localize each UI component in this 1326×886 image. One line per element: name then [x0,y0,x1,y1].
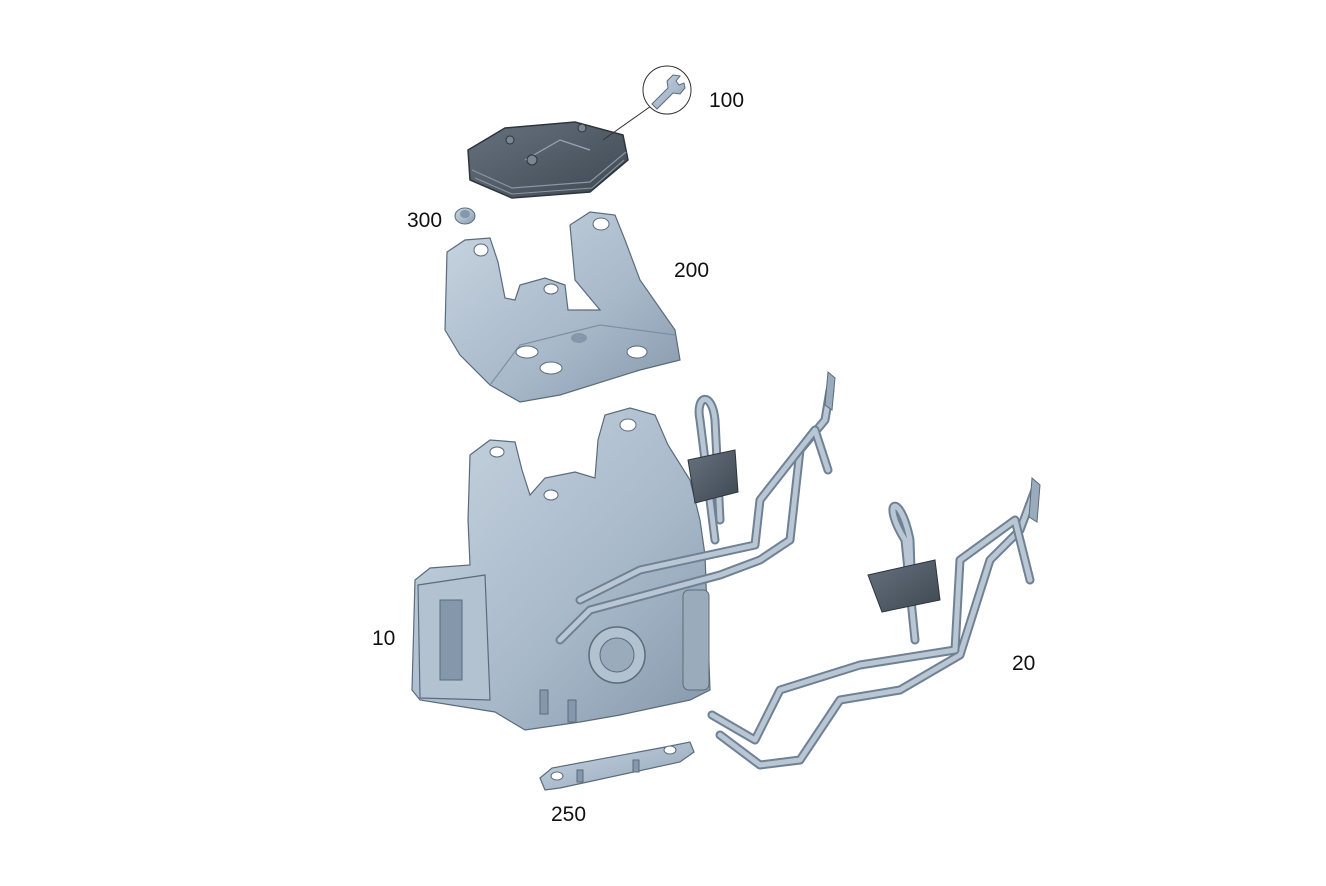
part-20-brake-lines [707,485,1040,770]
part-20-line-bracket [1028,476,1041,523]
wrench-icon [642,65,692,115]
leader-line-100 [602,105,652,141]
callout-20: 20 [1012,652,1036,675]
part-10-hydraulic-unit [411,407,711,731]
part-300-nut [454,207,476,225]
callout-250: 250 [551,803,587,826]
part-200-bracket [444,211,681,403]
callout-200: 200 [674,259,710,282]
callout-10: 10 [372,627,396,650]
part-10-pipe-bracket [824,370,836,411]
part-20-line-clamp [867,559,941,613]
callout-100: 100 [709,89,745,112]
part-100-cover [467,121,629,199]
part-10-pipes [555,385,835,645]
part-10-pipe-clamp [687,449,739,504]
callout-300: 300 [407,209,443,232]
part-250-plate [539,741,695,791]
